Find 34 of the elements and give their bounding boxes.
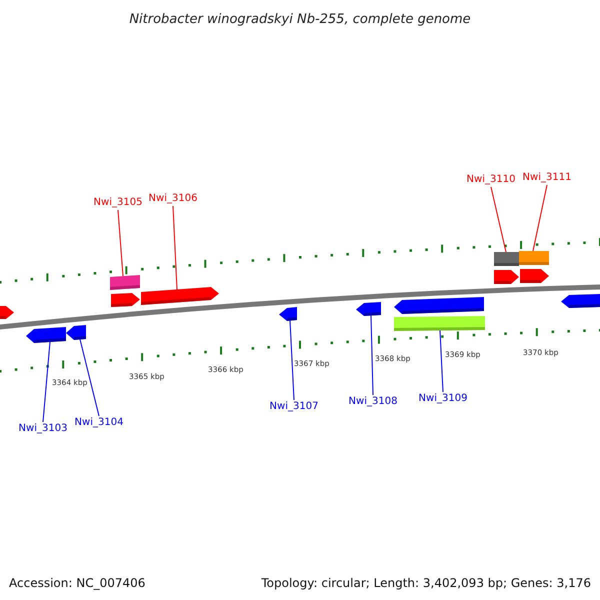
gene-feature <box>279 307 297 321</box>
gene-feature <box>519 251 549 265</box>
gene-feature <box>356 302 381 316</box>
leader-line <box>42 341 50 422</box>
gene-feature <box>66 325 86 340</box>
gene-feature <box>494 252 519 266</box>
gene-feature <box>394 316 485 331</box>
leader-line <box>532 184 548 252</box>
gene-label: Nwi_3111 <box>522 171 572 185</box>
gene-label: Nwi_3105 <box>94 196 142 210</box>
gene-feature <box>561 294 600 308</box>
gene-feature <box>111 293 140 307</box>
gene-feature <box>110 275 140 290</box>
gene-feature <box>394 297 484 314</box>
leader-line <box>172 206 178 290</box>
gene-label: Nwi_3107 <box>270 400 318 414</box>
leader-line <box>370 314 374 396</box>
gene-label: Nwi_3108 <box>348 395 398 409</box>
leader-line <box>80 338 100 416</box>
gene-label: Nwi_3104 <box>74 416 124 430</box>
gene-feature <box>0 306 14 319</box>
gene-feature <box>520 269 549 283</box>
accession-label: Accession: NC_007406 <box>9 575 146 592</box>
leader-line <box>440 330 444 392</box>
gene-label: Nwi_3109 <box>418 392 468 406</box>
leader-line <box>290 320 294 400</box>
gene-label: Nwi_3106 <box>148 192 198 206</box>
leader-line <box>118 210 124 277</box>
leader-line <box>490 186 506 252</box>
gene-label: Nwi_3103 <box>18 422 68 436</box>
title: Nitrobacter winogradskyi Nb-255, complete genome <box>128 11 472 29</box>
genome-stats-label: Topology: circular; Length: 3,402,093 bp; Genes: 3,176 <box>261 575 591 592</box>
gene-feature <box>494 270 519 284</box>
gene-label: Nwi_3110 <box>466 173 516 187</box>
